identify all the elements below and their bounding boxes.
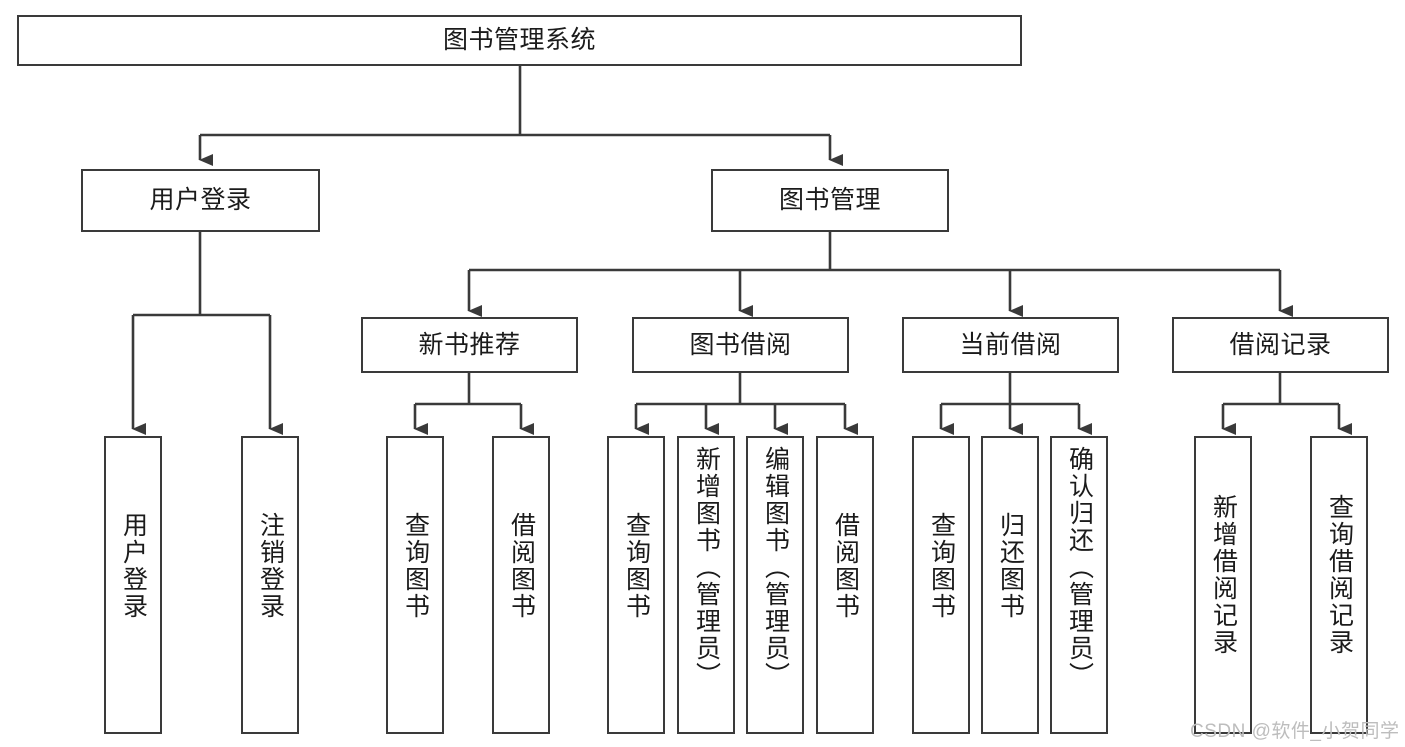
node-label: 新增借阅记录: [1209, 494, 1238, 656]
node-label: 查询图书: [927, 512, 956, 620]
node-leaf-user-login[interactable]: 用户登录: [104, 436, 162, 734]
node-label: 编辑图书（管理员）: [761, 446, 790, 689]
node-leaf-borrow-book-recommend[interactable]: 借阅图书: [492, 436, 550, 734]
node-label: 查询图书: [401, 512, 430, 620]
node-leaf-confirm-return[interactable]: 确认归还（管理员）: [1050, 436, 1108, 734]
node-label: 归还图书: [996, 512, 1025, 620]
node-label: 确认归还（管理员）: [1065, 446, 1094, 689]
node-new-book-recommend[interactable]: 新书推荐: [361, 317, 578, 373]
node-label: 图书管理: [778, 186, 881, 215]
node-leaf-edit-book[interactable]: 编辑图书（管理员）: [746, 436, 804, 734]
node-book-management[interactable]: 图书管理: [711, 169, 949, 232]
csdn-watermark: CSDN @软件_小贺同学: [1190, 721, 1400, 742]
node-label: 查询图书: [622, 512, 651, 620]
node-leaf-add-book[interactable]: 新增图书（管理员）: [677, 436, 735, 734]
node-leaf-query-book-current[interactable]: 查询图书: [912, 436, 970, 734]
node-label: 当前借阅: [959, 330, 1062, 359]
node-leaf-query-book-borrow[interactable]: 查询图书: [607, 436, 665, 734]
node-label: 查询借阅记录: [1325, 494, 1354, 656]
node-borrow-record[interactable]: 借阅记录: [1172, 317, 1389, 373]
node-label: 借阅记录: [1229, 330, 1332, 359]
node-leaf-add-borrow-record[interactable]: 新增借阅记录: [1194, 436, 1252, 734]
node-leaf-logout[interactable]: 注销登录: [241, 436, 299, 734]
node-root-book-management-system[interactable]: 图书管理系统: [17, 15, 1022, 66]
node-label: 用户登录: [149, 186, 252, 215]
node-label: 图书管理系统: [442, 26, 596, 55]
node-leaf-query-borrow-record[interactable]: 查询借阅记录: [1310, 436, 1368, 734]
node-label: 图书借阅: [689, 330, 792, 359]
node-label: 用户登录: [119, 512, 148, 620]
node-user-login[interactable]: 用户登录: [81, 169, 320, 232]
node-current-borrow[interactable]: 当前借阅: [902, 317, 1119, 373]
node-label: 新书推荐: [418, 330, 521, 359]
node-label: 注销登录: [256, 512, 285, 620]
node-book-borrow[interactable]: 图书借阅: [632, 317, 849, 373]
node-leaf-return-book[interactable]: 归还图书: [981, 436, 1039, 734]
node-label: 新增图书（管理员）: [692, 446, 721, 689]
node-leaf-query-book-recommend[interactable]: 查询图书: [386, 436, 444, 734]
node-leaf-borrow-book[interactable]: 借阅图书: [816, 436, 874, 734]
node-label: 借阅图书: [507, 512, 536, 620]
node-label: 借阅图书: [831, 512, 860, 620]
